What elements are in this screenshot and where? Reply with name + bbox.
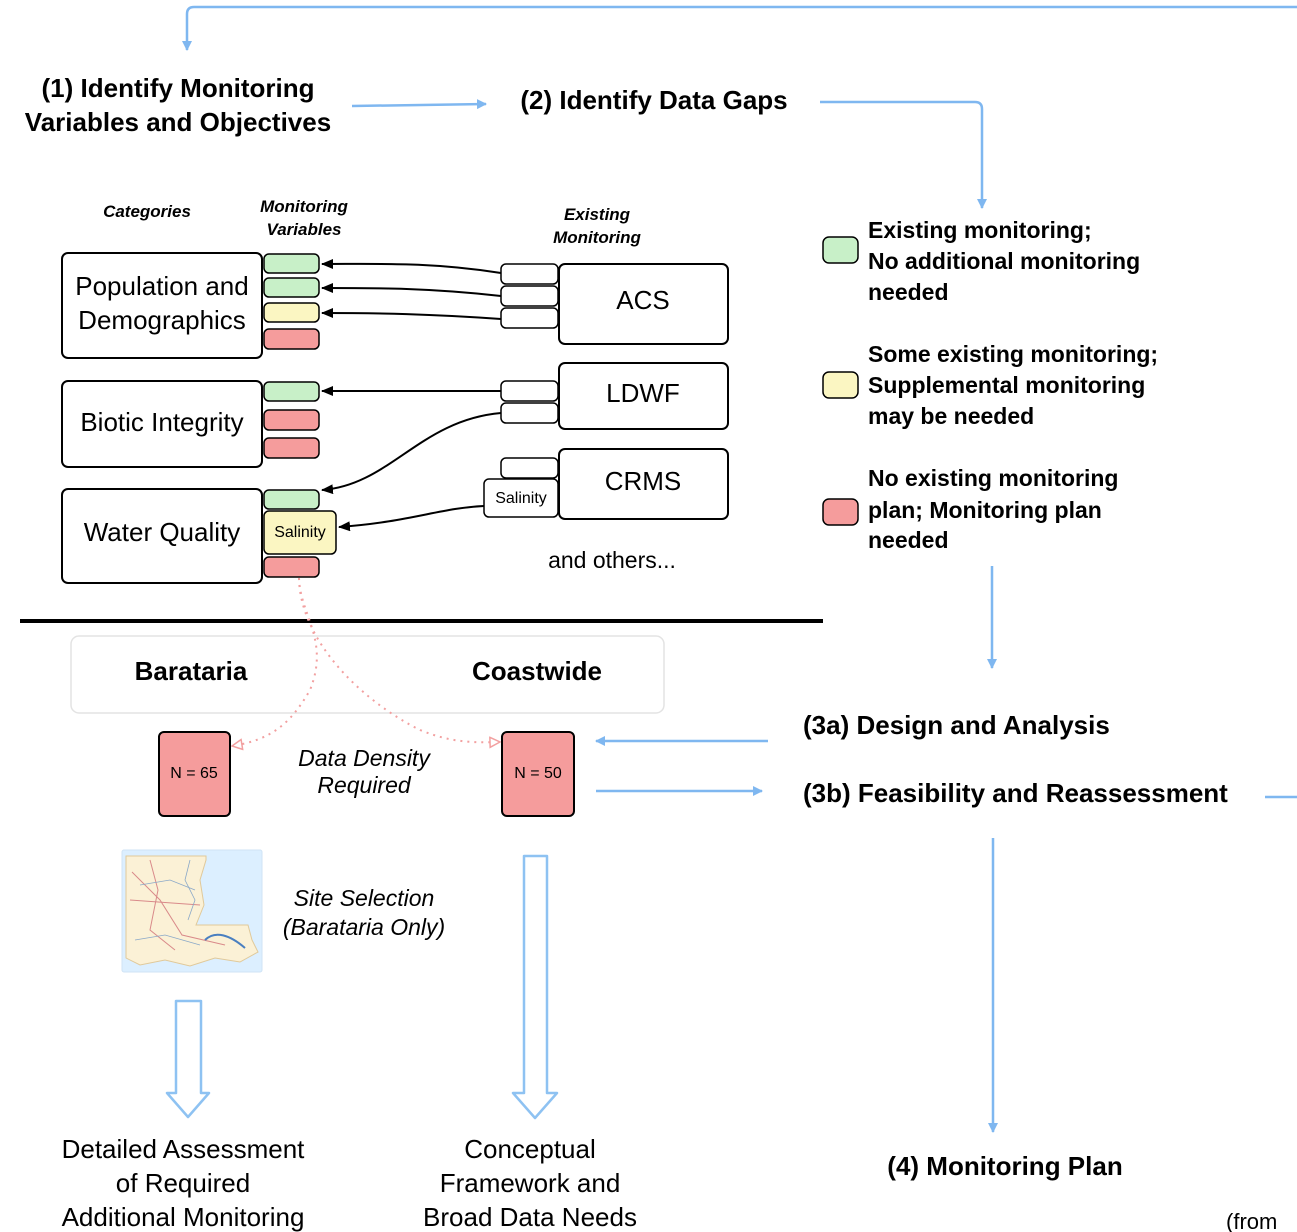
step-1-line-2: Variables and Objectives: [25, 107, 331, 137]
outcome-coastwide-line: Broad Data Needs: [423, 1202, 637, 1232]
legend-text: Existing monitoring;: [868, 217, 1092, 243]
category-label: Demographics: [78, 305, 246, 335]
outcome-coastwide-line: Conceptual: [464, 1134, 596, 1164]
data-density-line-1: Data Density: [298, 745, 431, 771]
region-barataria: Barataria: [135, 656, 248, 686]
legend-text: Some existing monitoring;: [868, 341, 1158, 367]
variable-tab-green: [263, 277, 320, 298]
legend-text: may be needed: [868, 403, 1034, 429]
variable-tab-green: [263, 253, 320, 274]
header-monitoring-variables-2: Variables: [267, 220, 342, 239]
header-monitoring-variables-1: Monitoring: [260, 197, 348, 216]
count-coastwide: N = 50: [514, 765, 562, 782]
legend-item-red: No existing monitoring plan; Monitoring …: [822, 465, 1118, 553]
variable-tab-red: [263, 437, 320, 459]
header-categories: Categories: [103, 202, 191, 221]
data-density-line-2: Required: [317, 772, 412, 798]
legend-swatch-green: [822, 236, 859, 264]
step-4-heading: (4) Monitoring Plan: [887, 1151, 1122, 1181]
source-label-crms: CRMS: [605, 466, 682, 496]
hollow-arrow-coastwide: [511, 854, 559, 1120]
category-label: Water Quality: [84, 517, 241, 547]
footnote-fragment: (from: [1226, 1209, 1277, 1232]
and-others-label: and others...: [548, 547, 676, 573]
category-population-demographics: Population and Demographics: [61, 252, 263, 359]
source-label-ldwf: LDWF: [606, 378, 680, 408]
site-selection-line-2: (Barataria Only): [283, 914, 445, 940]
category-label: Population and: [75, 271, 248, 301]
source-ldwf: [500, 362, 729, 430]
legend: Existing monitoring; No additional monit…: [822, 217, 1158, 553]
arrow-step1-to-step2: [351, 99, 487, 110]
source-salinity-label: Salinity: [495, 490, 547, 507]
outcome-barataria-line: of Required: [116, 1168, 250, 1198]
link-arrows: [321, 258, 502, 532]
outcome-coastwide: Conceptual Framework and Broad Data Need…: [423, 1134, 637, 1232]
legend-text: No existing monitoring: [868, 465, 1118, 491]
legend-text: Supplemental monitoring: [868, 372, 1145, 398]
flow-arrows: [182, 5, 1297, 1133]
arrow-step2-to-legend: [820, 100, 987, 209]
variable-tab-yellow: [263, 302, 320, 323]
variable-tab-green: [263, 489, 320, 510]
source-crms: [483, 448, 729, 520]
count-box-barataria: [158, 731, 231, 817]
region-coastwide: Coastwide: [472, 656, 602, 686]
header-existing-monitoring-1: Existing: [564, 205, 631, 224]
legend-text: plan; Monitoring plan: [868, 497, 1102, 523]
legend-swatch-red: [822, 498, 859, 526]
variable-tab-red: [263, 409, 320, 431]
step-1-line-1: (1) Identify Monitoring: [42, 73, 315, 103]
column-headers: Categories Monitoring Variables Existing…: [103, 197, 641, 247]
outcome-coastwide-line: Framework and: [440, 1168, 621, 1198]
count-barataria: N = 65: [170, 765, 218, 782]
legend-text: needed: [868, 279, 949, 305]
feedback-loop-top-arrow: [182, 5, 1297, 51]
data-density-label: Data Density Required: [298, 745, 431, 798]
source-acs: [500, 263, 729, 345]
category-biotic-integrity: Biotic Integrity: [61, 380, 263, 468]
legend-item-green: Existing monitoring; No additional monit…: [822, 217, 1140, 305]
variable-tab-red: [263, 556, 320, 578]
source-label-acs: ACS: [616, 285, 669, 315]
outcome-barataria-line: Additional Monitoring: [62, 1202, 305, 1232]
site-selection-label: Site Selection (Barataria Only): [283, 885, 445, 940]
step-2-heading: (2) Identify Data Gaps: [520, 85, 787, 115]
step-3a-heading: (3a) Design and Analysis: [803, 710, 1110, 740]
louisiana-map-image: [121, 849, 263, 973]
variable-tab-salinity: [263, 510, 337, 555]
legend-swatch-yellow: [822, 371, 859, 399]
step-1: (1) Identify Monitoring Variables and Ob…: [25, 73, 331, 137]
hollow-arrow-barataria: [165, 999, 211, 1119]
variable-tab-red: [263, 328, 320, 350]
outcome-barataria: Detailed Assessment of Required Addition…: [62, 1134, 306, 1232]
monitoring-variables: [263, 253, 337, 578]
count-box-coastwide: [501, 731, 575, 817]
legend-text: No additional monitoring: [868, 248, 1140, 274]
header-existing-monitoring-2: Monitoring: [553, 228, 641, 247]
region-header-box: [70, 635, 665, 714]
site-selection-line-1: Site Selection: [294, 885, 435, 911]
outcome-barataria-line: Detailed Assessment: [62, 1134, 306, 1164]
legend-item-yellow: Some existing monitoring; Supplemental m…: [822, 341, 1158, 429]
salinity-variable-label: Salinity: [274, 524, 326, 541]
variable-tab-green: [263, 381, 320, 402]
step-3b-heading: (3b) Feasibility and Reassessment: [803, 778, 1228, 808]
legend-text: needed: [868, 527, 949, 553]
category-label: Biotic Integrity: [80, 407, 243, 437]
dotted-links: [232, 577, 500, 746]
category-water-quality: Water Quality: [61, 488, 263, 584]
